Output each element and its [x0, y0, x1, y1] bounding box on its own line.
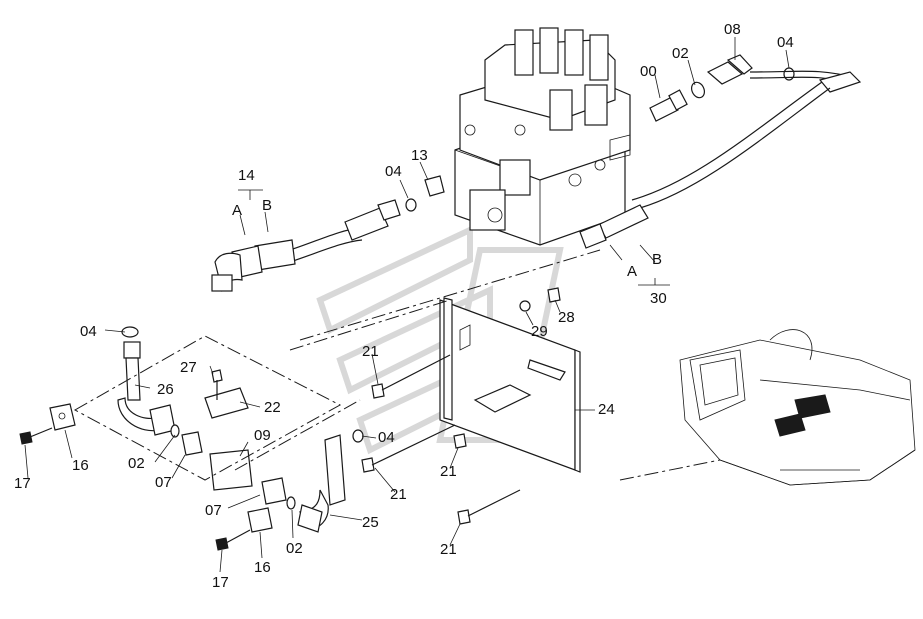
label-17: 17	[14, 475, 31, 492]
label-02: 02	[672, 45, 689, 62]
clip-16-lower	[215, 507, 273, 551]
label-14: 14	[238, 167, 255, 184]
label-02: 02	[286, 540, 303, 557]
label-26: 26	[157, 381, 174, 398]
bracket-22	[204, 369, 249, 419]
label-04: 04	[777, 34, 794, 51]
label-00: 00	[640, 63, 657, 80]
label-07: 07	[155, 474, 172, 491]
label-17: 17	[212, 574, 229, 591]
label-08: 08	[724, 21, 741, 38]
label-04: 04	[80, 323, 97, 340]
label-21: 21	[440, 541, 457, 558]
label-16: 16	[254, 559, 271, 576]
leader-lines	[24, 37, 790, 573]
hose-25	[297, 429, 364, 533]
label-27: 27	[180, 359, 197, 376]
label-24: 24	[598, 401, 615, 418]
label-21: 21	[362, 343, 379, 360]
label-13: 13	[411, 147, 428, 164]
label-07: 07	[205, 502, 222, 519]
fittings-07-09	[181, 431, 296, 510]
label-16: 16	[72, 457, 89, 474]
clip-16-upper	[19, 403, 76, 445]
boundary-lines	[73, 249, 721, 481]
label-B: B	[652, 251, 662, 268]
label-21: 21	[390, 486, 407, 503]
hose-26	[117, 326, 180, 438]
excavator-location-inset	[679, 329, 916, 486]
label-21: 21	[440, 463, 457, 480]
bolts-21	[361, 287, 561, 525]
label-28: 28	[558, 309, 575, 326]
bracket-plate-24	[439, 297, 581, 473]
label-A: A	[232, 202, 242, 219]
label-22: 22	[264, 399, 281, 416]
label-02: 02	[128, 455, 145, 472]
label-04: 04	[385, 163, 402, 180]
label-30: 30	[650, 290, 667, 307]
part-labels: 00 02 08 04 14 A B 13 04 A B 30 04 28 29…	[14, 21, 794, 591]
label-B: B	[262, 197, 272, 214]
label-29: 29	[531, 323, 548, 340]
label-04: 04	[378, 429, 395, 446]
control-valve	[454, 27, 631, 246]
upper-hose-assembly	[579, 54, 862, 249]
label-09: 09	[254, 427, 271, 444]
label-25: 25	[362, 514, 379, 531]
label-A: A	[627, 263, 637, 280]
left-hose-assembly	[211, 175, 445, 293]
